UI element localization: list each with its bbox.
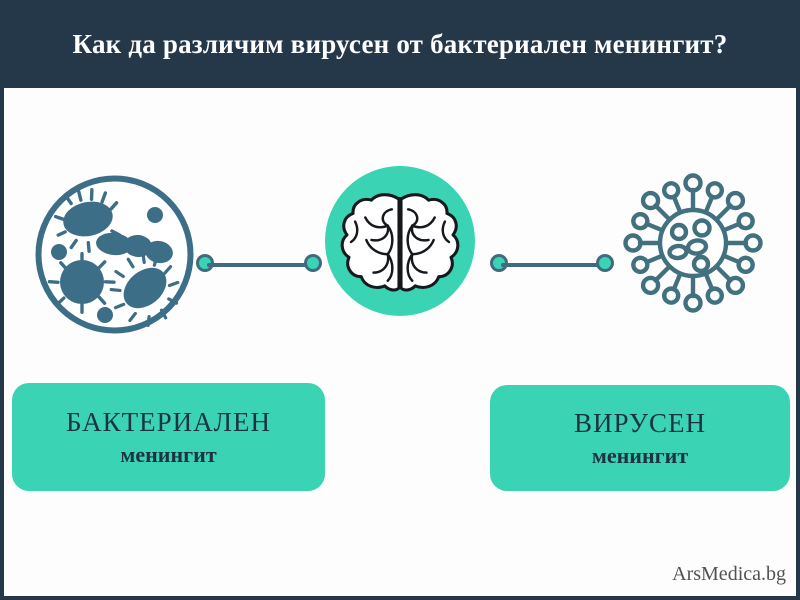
connector-line (501, 263, 603, 267)
connector-dot-end (304, 254, 322, 272)
virus-icon (623, 173, 763, 313)
bacteria-node[interactable] (32, 172, 197, 337)
connector-line (207, 263, 311, 267)
brain-icon (325, 166, 475, 316)
label-viral-main: ВИРУСЕН (574, 408, 706, 439)
label-bacterial-meningitis[interactable]: БАКТЕРИАЛЕН менингит (12, 383, 325, 491)
label-bacterial-sub: менингит (120, 441, 217, 467)
label-bacterial-main: БАКТЕРИАЛЕН (66, 407, 271, 438)
watermark: ArsMedica.bg (672, 563, 786, 585)
connector-bacteria-brain (196, 254, 322, 276)
page-title: Как да различим вирусен от бактериален м… (72, 28, 728, 59)
virus-node[interactable] (618, 168, 768, 318)
label-viral-meningitis[interactable]: ВИРУСЕН менингит (490, 385, 790, 491)
diagram-area (0, 88, 800, 348)
header-band: Как да различим вирусен от бактериален м… (0, 0, 800, 88)
connector-brain-virus (490, 254, 614, 276)
brain-node[interactable] (325, 166, 475, 316)
bacteria-petri-dish-icon (35, 175, 194, 334)
label-viral-sub: менингит (591, 442, 689, 468)
connector-dot-end (596, 254, 614, 272)
